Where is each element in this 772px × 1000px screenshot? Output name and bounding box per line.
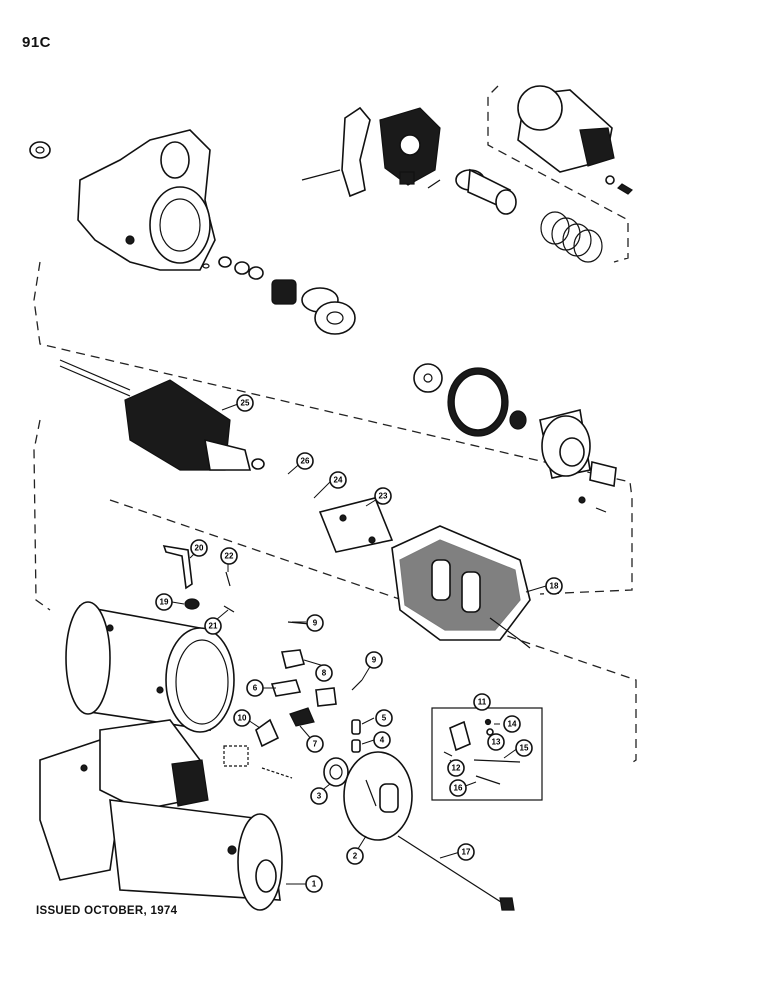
drive-pinion [271,279,356,335]
plunger-spring [540,211,603,263]
field-coil-assembly [391,525,531,649]
callout-label: 23 [379,492,388,501]
callout-17: 17 [457,843,475,861]
callout-25: 25 [236,394,254,412]
end-bushing [323,757,349,787]
brush-holder-hardware [162,544,235,613]
commutator-end-plate [343,751,413,841]
solenoid-group-outline [487,85,629,263]
frame-group-outline [33,419,637,765]
callout-14: 14 [503,715,521,733]
starter-assembly [39,719,283,911]
callout-label: 16 [454,784,463,793]
callout-22: 22 [220,547,238,565]
callout-9b: 9 [365,651,383,669]
callout-15: 15 [515,739,533,757]
shift-lever-assembly [301,106,441,198]
armature [59,359,265,471]
callout-label: 25 [241,399,250,408]
callout-label: 6 [253,684,258,693]
terminal-insulators [223,745,293,779]
issued-date-label: ISSUED OCTOBER, 1974 [36,905,178,917]
nose-bushing [29,141,51,159]
callout-label: 8 [322,669,327,678]
brush-parts [255,621,363,753]
callout-3: 3 [310,787,328,805]
callout-18: 18 [545,577,563,595]
callout-11: 11 [473,693,491,711]
callout-label: 2 [353,852,358,861]
callout-19: 19 [155,593,173,611]
callout-label: 13 [492,738,501,747]
callout-1: 1 [305,875,323,893]
callout-label: 20 [195,544,204,553]
callout-23: 23 [374,487,392,505]
callout-label: 9 [313,619,318,628]
thrust-washers [413,363,527,437]
callout-4: 4 [373,731,391,749]
callout-label: 17 [462,848,471,857]
callout-7: 7 [306,735,324,753]
callout-label: 15 [520,744,529,753]
solenoid [517,85,633,195]
callout-21: 21 [204,617,222,635]
callout-6: 6 [246,679,264,697]
callout-16: 16 [449,779,467,797]
callout-20: 20 [190,539,208,557]
page-number: 91C [22,34,52,51]
pole-shoe [318,497,394,553]
callout-label: 24 [334,476,343,485]
drive-housing [77,129,216,271]
callout-label: 18 [550,582,559,591]
callout-label: 14 [508,720,517,729]
plunger-sleeve [455,168,517,215]
callout-label: 22 [225,552,234,561]
callout-label: 5 [382,714,387,723]
callout-label: 1 [312,880,317,889]
callout-label: 3 [317,792,322,801]
drive-washers [202,256,264,280]
callout-5: 5 [375,709,393,727]
callout-10: 10 [233,709,251,727]
callout-label: 21 [209,622,218,631]
callout-2: 2 [346,847,364,865]
callout-label: 4 [380,736,385,745]
callout-label: 10 [238,714,247,723]
drive-group-outline [33,261,633,595]
terminal-kit-box [431,707,543,801]
callout-24: 24 [329,471,347,489]
callout-label: 12 [452,764,461,773]
commutator-end-frame [539,409,617,513]
through-bolt [397,835,515,911]
callout-26: 26 [296,452,314,470]
callout-8: 8 [315,664,333,682]
callout-label: 7 [313,740,318,749]
callout-label: 19 [160,598,169,607]
callout-label: 26 [301,457,310,466]
callout-label: 9 [372,656,377,665]
field-frame [65,601,235,733]
callout-13: 13 [487,733,505,751]
callout-12: 12 [447,759,465,777]
callout-label: 11 [478,698,487,707]
callout-9a: 9 [306,614,324,632]
